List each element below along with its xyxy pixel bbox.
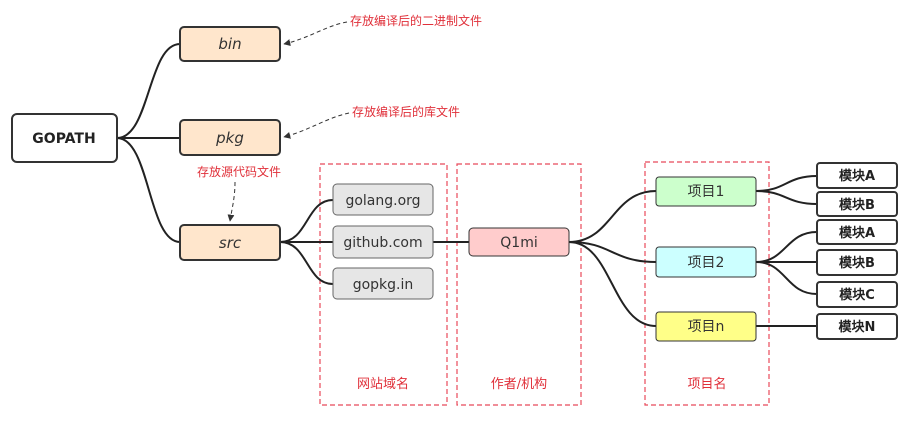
src-note: 存放源代码文件 [197, 164, 281, 222]
edge-project1-moduleA [755, 175, 818, 192]
project-2-label: 项目2 [688, 255, 725, 271]
gopath-node[interactable]: GOPATH [11, 113, 118, 163]
edge-q1mi-project2 [568, 241, 657, 263]
domain-gopkg-label: gopkg.in [353, 277, 414, 293]
edge-gopath-bin [116, 43, 181, 139]
domain-golang-label: golang.org [345, 193, 420, 209]
bin-note-arrow [283, 21, 348, 46]
project-n-node[interactable]: 项目n [655, 311, 757, 342]
project2-module-a-node[interactable]: 模块A [816, 219, 898, 245]
project-n-label: 项目n [688, 319, 725, 335]
project-group-label: 项目名 [687, 376, 726, 392]
domain-group: 网站域名 [319, 163, 448, 406]
domain-group-label: 网站域名 [357, 376, 409, 392]
project2-module-c-node[interactable]: 模块C [816, 281, 898, 308]
project1-module-a-label: 模块A [839, 168, 875, 184]
project1-module-b-label: 模块B [839, 197, 875, 213]
edge-src-gopkg [279, 241, 334, 285]
src-label: src [219, 234, 242, 252]
project-2-node[interactable]: 项目2 [655, 246, 757, 278]
project-1-label: 项目1 [688, 184, 725, 200]
project-1-node[interactable]: 项目1 [655, 176, 757, 207]
projectn-module-n-node[interactable]: 模块N [816, 313, 898, 340]
author-q1mi-label: Q1mi [500, 235, 537, 251]
project1-module-a-node[interactable]: 模块A [816, 162, 898, 189]
pkg-note-arrow [283, 112, 350, 139]
edge-project2-moduleA [755, 231, 818, 263]
bin-label: bin [218, 35, 241, 53]
edge-src-golang [279, 199, 334, 243]
project2-module-b-label: 模块B [839, 255, 875, 271]
pkg-note-text: 存放编译后的库文件 [352, 104, 460, 119]
author-q1mi-node[interactable]: Q1mi [468, 227, 570, 257]
domain-github-node[interactable]: github.com [332, 225, 434, 259]
pkg-node[interactable]: pkg [179, 119, 281, 156]
src-note-text: 存放源代码文件 [197, 164, 281, 179]
edges [116, 43, 818, 327]
author-group-label: 作者/机构 [491, 377, 547, 392]
bin-note: 存放编译后的二进制文件 [283, 13, 482, 46]
author-group: 作者/机构 [456, 163, 582, 406]
domain-github-label: github.com [343, 235, 422, 251]
edge-gopath-src [116, 137, 181, 243]
edge-q1mi-project1 [568, 190, 657, 243]
bin-note-text: 存放编译后的二进制文件 [350, 13, 482, 28]
bin-node[interactable]: bin [179, 26, 281, 62]
pkg-label: pkg [215, 129, 244, 147]
edge-project2-moduleC [755, 261, 818, 295]
projectn-module-n-label: 模块N [839, 319, 876, 335]
project-group: 项目名 [644, 161, 770, 406]
edge-project1-moduleB [755, 190, 818, 205]
project2-module-c-label: 模块C [839, 287, 875, 303]
edge-q1mi-projectn [568, 241, 657, 327]
project1-module-b-node[interactable]: 模块B [816, 191, 898, 217]
gopath-label: GOPATH [32, 131, 95, 147]
pkg-note: 存放编译后的库文件 [283, 104, 460, 139]
project2-module-a-label: 模块A [839, 225, 875, 241]
project2-module-b-node[interactable]: 模块B [816, 249, 898, 276]
domain-golang-node[interactable]: golang.org [332, 183, 434, 216]
domain-gopkg-node[interactable]: gopkg.in [332, 267, 434, 300]
src-note-arrow [227, 181, 236, 222]
src-node[interactable]: src [179, 224, 281, 261]
